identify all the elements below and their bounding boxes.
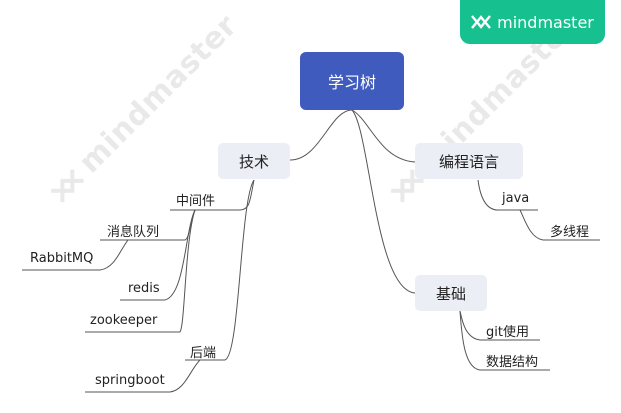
mindmaster-logo-icon [390,169,424,202]
subtopic-git[interactable]: git使用 [486,325,529,340]
watermark: mindmaster [383,8,584,210]
topic-programming-language[interactable]: 编程语言 [415,143,523,179]
subtopic-backend[interactable]: 后端 [190,346,217,361]
subtopic-zookeeper[interactable]: zookeeper [90,313,158,328]
subtopic-multithreading[interactable]: 多线程 [550,225,590,240]
mindmaster-logo-icon [471,15,492,29]
brand-badge: mindmaster [460,0,605,44]
mindmaster-logo-icon [50,169,84,202]
subtopic-redis[interactable]: redis [128,281,160,296]
topic-tech[interactable]: 技术 [218,143,290,179]
subtopic-message-queue[interactable]: 消息队列 [107,225,160,240]
subtopic-java[interactable]: java [502,191,530,206]
brand-name: mindmaster [497,12,594,32]
watermark: mindmaster [43,8,244,210]
topic-basics[interactable]: 基础 [415,275,487,311]
subtopic-data-structures[interactable]: 数据结构 [486,355,539,370]
subtopic-springboot[interactable]: springboot [95,373,165,388]
subtopic-rabbitmq[interactable]: RabbitMQ [30,251,94,266]
subtopic-middleware[interactable]: 中间件 [176,194,216,209]
central-topic[interactable]: 学习树 [300,52,404,110]
